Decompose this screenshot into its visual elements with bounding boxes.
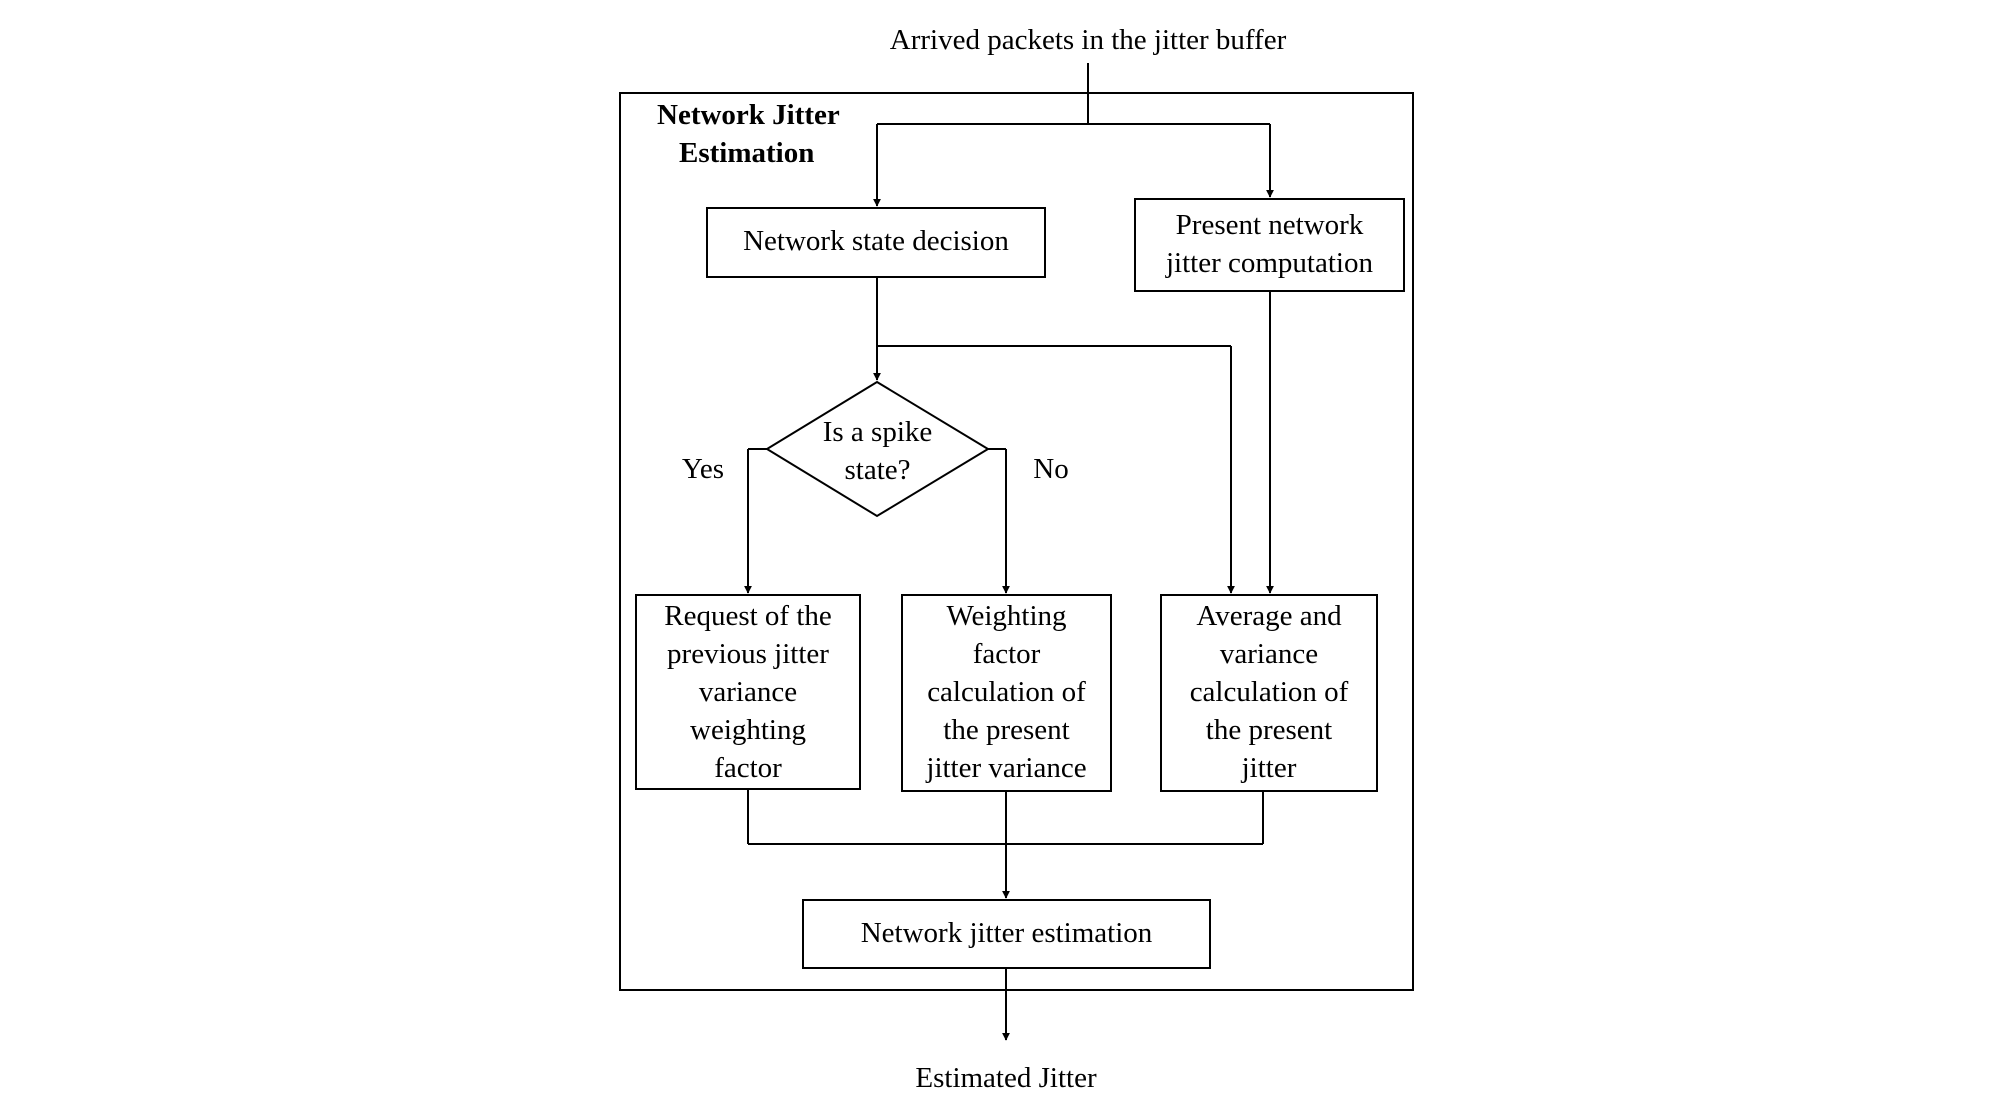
estimation-container (619, 92, 1414, 991)
request-previous-line2: previous jitter (667, 638, 829, 670)
jitter-estimation-box (802, 899, 1211, 969)
spike-decision-label: Is a spike state? (767, 413, 988, 489)
average-variance-line1: Average and (1196, 600, 1342, 632)
state-decision-label: Network state decision (743, 225, 1009, 257)
container-title-line1: Network Jitter (657, 99, 840, 131)
request-previous-line1: Request of the (664, 600, 832, 632)
request-previous-line3: variance (698, 676, 798, 708)
state-decision-box (706, 207, 1046, 278)
average-variance-line4: the present (1205, 714, 1333, 746)
weighting-factor-line3: calculation of (927, 676, 1086, 708)
input-label: Arrived packets in the jitter buffer (889, 24, 1287, 56)
branch-yes-label: Yes (681, 453, 725, 485)
weighting-factor-line4: the present (943, 714, 1070, 746)
weighting-factor-line2: factor (972, 638, 1041, 670)
container-title-line2: Estimation (679, 137, 815, 169)
branch-no-label: No (1033, 453, 1069, 485)
average-variance-line5: jitter (1241, 752, 1297, 784)
spike-decision-line1: Is a spike (822, 416, 933, 448)
output-label: Estimated Jitter (915, 1062, 1097, 1094)
present-jitter-label: Present network jitter computation (1135, 206, 1404, 282)
jitter-estimation-label: Network jitter estimation (860, 917, 1153, 949)
request-previous-line5: factor (714, 752, 782, 784)
average-variance-line2: variance (1219, 638, 1319, 670)
spike-decision-diamond (765, 380, 990, 518)
average-variance-box (1160, 594, 1378, 792)
container-title: Network Jitter Estimation (657, 96, 877, 172)
request-previous-label: Request of the previous jitter variance … (636, 597, 860, 787)
request-previous-box (635, 594, 861, 790)
average-variance-line3: calculation of (1189, 676, 1349, 708)
present-jitter-line2: jitter computation (1166, 247, 1373, 279)
request-previous-line4: weighting (690, 714, 806, 746)
weighting-factor-line1: Weighting (946, 600, 1067, 632)
present-jitter-line1: Present network (1175, 209, 1364, 241)
weighting-factor-line5: jitter variance (926, 752, 1087, 784)
weighting-factor-label: Weighting factor calculation of the pres… (902, 597, 1111, 787)
average-variance-label: Average and variance calculation of the … (1161, 597, 1377, 787)
spike-decision-line2: state? (844, 454, 911, 486)
